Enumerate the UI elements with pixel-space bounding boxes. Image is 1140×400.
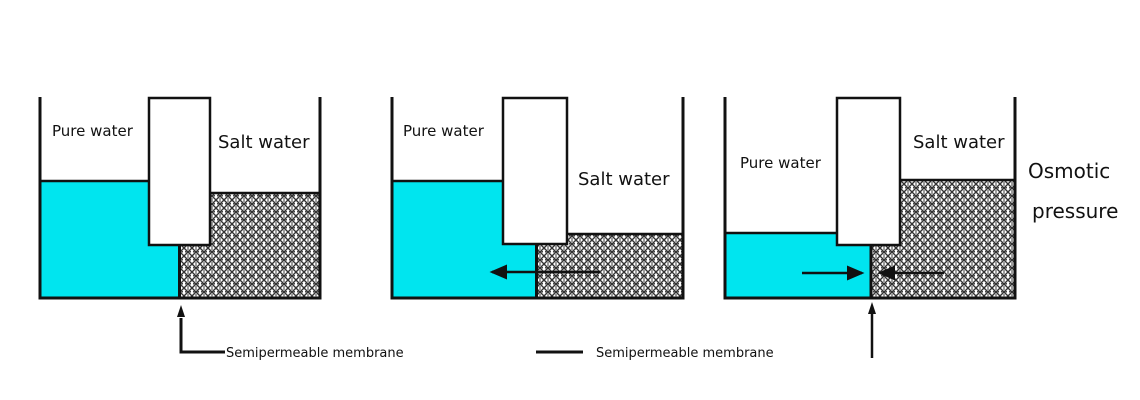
pure-water-label: Pure water	[740, 154, 822, 172]
pure-water-label: Pure water	[403, 122, 485, 140]
callout-pointer-line	[179, 318, 225, 354]
osmotic-pressure-label-line2: pressure	[1032, 199, 1118, 223]
membrane-callout-1: Semipermeable membrane	[177, 305, 404, 361]
callout-arrow-icon	[177, 305, 185, 317]
divider-block	[501, 96, 569, 246]
salt-water-label: Salt water	[218, 132, 310, 153]
osmotic-pressure-label-line1: Osmotic	[1028, 159, 1110, 183]
beaker-outline	[723, 97, 1017, 300]
membrane-label-1: Semipermeable membrane	[226, 346, 404, 361]
panel-initial: Pure water Salt water	[38, 96, 322, 300]
panel-osmosis: Pure water Salt water	[390, 96, 685, 300]
membrane-pointer-arrow-icon	[868, 302, 876, 314]
divider-block	[835, 96, 902, 247]
beaker-outline	[38, 97, 322, 300]
salt-water-label: Salt water	[578, 169, 670, 190]
beaker-outline	[390, 97, 685, 300]
panel-equilibrium: Pure water Salt water Osmotic pressure	[723, 96, 1118, 358]
membrane-callout-2: Semipermeable membrane	[536, 346, 774, 361]
divider-block	[147, 96, 212, 247]
pure-water-label: Pure water	[52, 122, 134, 140]
salt-water-label: Salt water	[913, 132, 1005, 153]
membrane-label-2: Semipermeable membrane	[596, 346, 774, 361]
